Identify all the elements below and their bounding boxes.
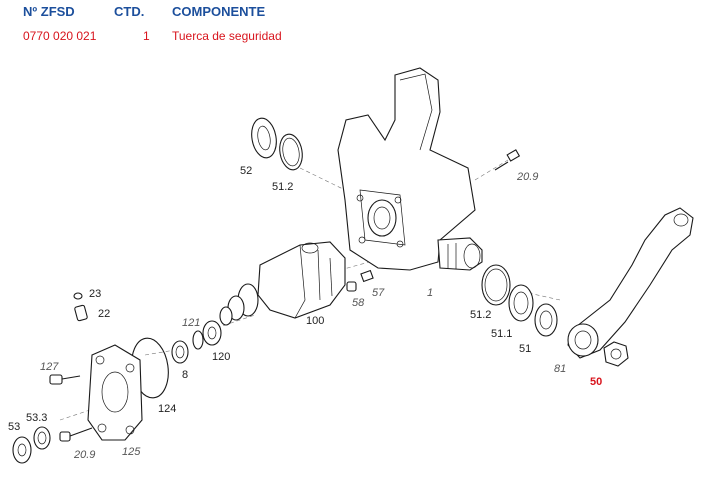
label-23: 23: [89, 288, 101, 300]
label-127: 127: [40, 361, 59, 373]
leader-line: [474, 159, 509, 181]
washer-121: [202, 320, 222, 346]
label-58: 58: [352, 297, 365, 309]
bolt-20-9-lower: [59, 427, 93, 442]
label-57: 57: [372, 287, 385, 299]
washer-53-3: [33, 426, 51, 450]
header-part-number: Nº ZFSD: [23, 4, 75, 19]
leader-line: [339, 254, 396, 271]
snap-ring-51-2-lower: [481, 264, 511, 306]
label-20-9-upper: 20.9: [516, 171, 538, 183]
leader-line: [299, 167, 346, 191]
leader-line: [59, 409, 91, 421]
washer-51-1: [508, 284, 534, 322]
pitman-arm-81: [567, 207, 694, 359]
ring-120: [192, 330, 204, 350]
label-8: 8: [182, 369, 188, 381]
plug-22: [74, 304, 88, 322]
snap-ring-51-2-upper: [279, 133, 303, 171]
seal-ring-52: [251, 117, 277, 159]
label-121: 121: [182, 317, 200, 329]
label-53-3: 53.3: [26, 412, 47, 424]
label-100: 100: [306, 315, 324, 327]
nut-53: [12, 436, 32, 464]
row-component: Tuerca de seguridad: [172, 29, 282, 43]
label-124: 124: [158, 403, 176, 415]
label-51: 51: [519, 343, 531, 355]
header-component: COMPONENTE: [172, 4, 266, 19]
bolt-20-9-upper: [494, 149, 521, 171]
label-51-1: 51.1: [491, 328, 512, 340]
label-20-9-lower: 20.9: [73, 449, 95, 461]
lock-nut-50: [603, 341, 629, 367]
label-125: 125: [122, 446, 141, 458]
label-1: 1: [427, 287, 433, 299]
seal-51: [534, 303, 558, 337]
valve-assembly-100: [219, 241, 346, 326]
label-81: 81: [554, 363, 566, 375]
label-52: 52: [240, 165, 252, 177]
seal-8: [171, 340, 189, 364]
fitting-58: [346, 281, 357, 292]
row-part-number: 0770 020 021: [23, 29, 97, 43]
label-51-2-lower: 51.2: [470, 309, 491, 321]
o-ring-23: [73, 292, 83, 300]
steering-knuckle-1: [337, 67, 483, 271]
label-22: 22: [98, 308, 110, 320]
row-quantity: 1: [143, 29, 150, 43]
label-53: 53: [8, 421, 20, 433]
label-50: 50: [590, 376, 602, 388]
label-51-2-upper: 51.2: [272, 181, 293, 193]
fitting-57: [360, 269, 374, 283]
screw-127: [49, 374, 81, 385]
label-120: 120: [212, 351, 230, 363]
end-cover-125: [87, 344, 143, 441]
header-quantity: CTD.: [114, 4, 145, 19]
leader-line: [144, 349, 176, 356]
